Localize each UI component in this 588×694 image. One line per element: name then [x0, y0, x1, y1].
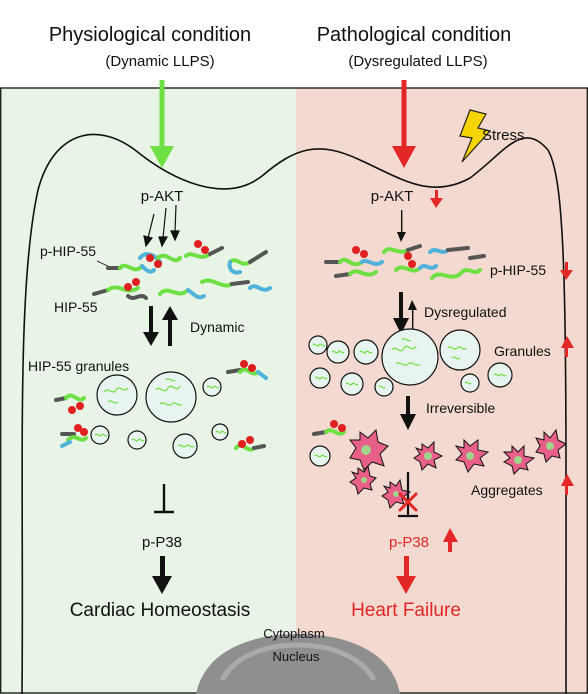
- left-granules: [90, 371, 229, 459]
- dysregulated-label: Dysregulated: [424, 304, 507, 320]
- irreversible-label: Irreversible: [426, 400, 495, 416]
- blocked-cross-icon: [398, 492, 418, 512]
- nucleus-highlight: [219, 642, 377, 682]
- right-irreversible-arrow: [400, 396, 416, 430]
- right-inhibition-symbol: [398, 472, 418, 518]
- right-aggregate-granule: [309, 445, 331, 467]
- right-phip55-down-icon: [560, 262, 573, 280]
- right-aggregates-up-icon: [561, 474, 574, 495]
- left-phip55-label: p-HIP-55: [40, 243, 96, 259]
- right-protein-chains: [324, 244, 486, 280]
- dynamic-label: Dynamic: [190, 319, 244, 335]
- left-phospho-dots: [124, 240, 209, 291]
- left-hip55-label: HIP-55: [54, 299, 98, 315]
- lightning-icon: [459, 109, 492, 163]
- right-outcome-label: Heart Failure: [351, 600, 461, 621]
- left-dynamic-arrows: [143, 306, 178, 346]
- right-phip55-label: p-HIP-55: [490, 262, 546, 278]
- left-pakt-label: p-AKT: [141, 188, 184, 205]
- right-subheading: (Dysregulated LLPS): [348, 53, 487, 70]
- right-aggregate-dots: [330, 420, 346, 432]
- aggregates-label: Aggregates: [471, 482, 543, 498]
- left-free-chains: [54, 367, 268, 452]
- right-pakt-down-icon: [430, 190, 443, 208]
- right-pakt-arrow: [397, 210, 406, 242]
- nucleus-label: Nucleus: [273, 649, 320, 664]
- right-granule-squiggles: [312, 338, 507, 389]
- left-protein-chains: [92, 246, 272, 300]
- left-granules-label: HIP-55 granules: [28, 358, 129, 374]
- left-granule-squiggles: [94, 378, 227, 448]
- stress-label: Stress: [482, 127, 525, 144]
- nucleus-shape: [196, 634, 400, 694]
- right-phospho-dots: [352, 246, 416, 268]
- right-down-arrow: [396, 556, 416, 594]
- cell-membrane: [21, 133, 567, 694]
- green-entry-arrow: [150, 80, 174, 168]
- red-entry-arrow: [392, 80, 416, 168]
- right-heading: Pathological condition: [317, 24, 512, 46]
- right-aggregate-cores: [361, 442, 554, 497]
- left-subheading: (Dynamic LLPS): [105, 53, 214, 70]
- left-outcome-label: Cardiac Homeostasis: [70, 600, 251, 621]
- cytoplasm-label: Cytoplasm: [263, 626, 324, 641]
- right-pakt-label: p-AKT: [371, 188, 414, 205]
- left-pakt-arrows: [143, 204, 180, 248]
- left-pp38-label: p-P38: [142, 534, 182, 551]
- left-free-dots: [68, 360, 256, 448]
- right-dysregulated-arrows: [393, 292, 417, 334]
- left-heading: Physiological condition: [49, 24, 251, 46]
- right-granules-label: Granules: [494, 343, 551, 359]
- left-inhibition-symbol: [154, 484, 174, 514]
- right-aggregate-chain: [312, 428, 346, 436]
- right-pp38-up-icon: [443, 528, 458, 552]
- right-granules-up-icon: [561, 336, 574, 357]
- left-down-arrow: [152, 556, 172, 594]
- right-pp38-label: p-P38: [389, 534, 429, 551]
- right-granules: [308, 328, 513, 397]
